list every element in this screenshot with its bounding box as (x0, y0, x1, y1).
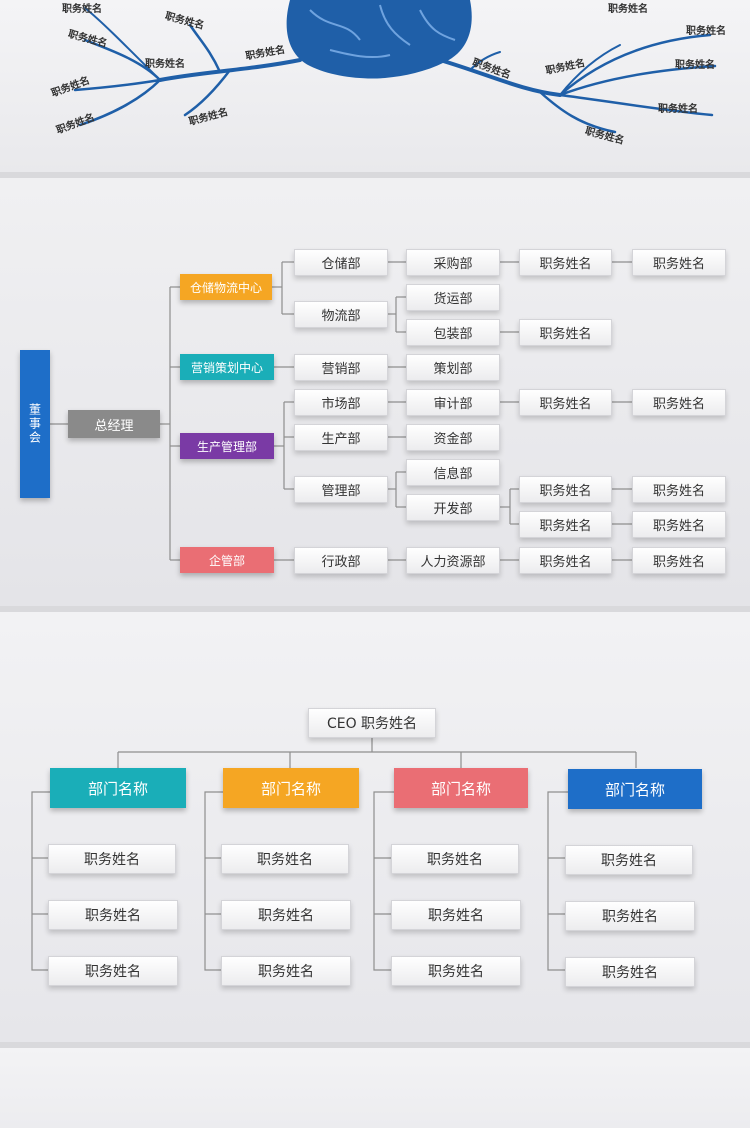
dept-node: 物流部 (294, 301, 388, 328)
mind-map-branches (73, 7, 717, 134)
mind-label: 职务姓名 (675, 60, 715, 71)
sub-dept-node: 资金部 (406, 424, 500, 451)
member-node: 职务姓名 (391, 956, 521, 986)
position-node: 职务姓名 (519, 476, 612, 503)
position-node: 职务姓名 (632, 249, 726, 276)
member-node: 职务姓名 (391, 900, 521, 930)
mind-label: 职务姓名 (658, 104, 698, 115)
member-node: 职务姓名 (48, 844, 176, 874)
mind-label: 职务姓名 (608, 4, 648, 15)
member-node: 职务姓名 (221, 900, 351, 930)
member-node: 职务姓名 (565, 845, 693, 875)
dept-node: 市场部 (294, 389, 388, 416)
member-node: 职务姓名 (391, 844, 519, 874)
position-node: 职务姓名 (519, 547, 612, 574)
center-node-management: 企管部 (180, 547, 274, 573)
position-node: 职务姓名 (519, 319, 612, 346)
department-header: 部门名称 (223, 768, 359, 808)
mind-label: 职务姓名 (62, 4, 102, 15)
board-node: 董事会 (20, 350, 50, 498)
department-header: 部门名称 (50, 768, 186, 808)
sub-dept-node: 货运部 (406, 284, 500, 311)
member-node: 职务姓名 (221, 956, 351, 986)
org-chart-1-panel: 董事会 总经理 仓储物流中心 营销策划中心 生产管理部 企管部 仓储部 物流部 … (0, 178, 750, 606)
blank-panel (0, 1048, 750, 1128)
member-node: 职务姓名 (48, 900, 178, 930)
department-header: 部门名称 (394, 768, 528, 808)
dept-node: 管理部 (294, 476, 388, 503)
org-chart-2-panel: CEO 职务姓名 部门名称 部门名称 部门名称 部门名称 职务姓名 职务姓名 职… (0, 612, 750, 1042)
dept-node: 仓储部 (294, 249, 388, 276)
member-node: 职务姓名 (48, 956, 178, 986)
dept-node: 行政部 (294, 547, 388, 574)
mind-label: 职务姓名 (145, 59, 185, 70)
position-node: 职务姓名 (519, 511, 612, 538)
sub-dept-node: 包装部 (406, 319, 500, 346)
member-node: 职务姓名 (221, 844, 349, 874)
center-node-marketing: 营销策划中心 (180, 354, 274, 380)
center-node-production: 生产管理部 (180, 433, 274, 459)
sub-dept-node: 信息部 (406, 459, 500, 486)
position-node: 职务姓名 (632, 547, 726, 574)
brain-icon (286, 0, 472, 79)
position-node: 职务姓名 (632, 389, 726, 416)
member-node: 职务姓名 (565, 901, 695, 931)
mind-map-panel: 职务姓名 职务姓名 职务姓名 职务姓名 职务姓名 职务姓名 职务姓名 职务姓名 … (0, 0, 750, 172)
position-node: 职务姓名 (632, 476, 726, 503)
org-chart-1-connectors (50, 261, 632, 561)
dept-node: 生产部 (294, 424, 388, 451)
sub-dept-node: 策划部 (406, 354, 500, 381)
mind-label: 职务姓名 (686, 26, 726, 37)
dept-node: 营销部 (294, 354, 388, 381)
member-node: 职务姓名 (565, 957, 695, 987)
sub-dept-node: 开发部 (406, 494, 500, 521)
sub-dept-node: 采购部 (406, 249, 500, 276)
org-chart-2-connectors (31, 738, 637, 971)
ceo-node: CEO 职务姓名 (308, 708, 436, 738)
sub-dept-node: 审计部 (406, 389, 500, 416)
department-header: 部门名称 (568, 769, 702, 809)
sub-dept-node: 人力资源部 (406, 547, 500, 574)
position-node: 职务姓名 (632, 511, 726, 538)
center-node-warehouse-logistics: 仓储物流中心 (180, 274, 272, 300)
position-node: 职务姓名 (519, 389, 612, 416)
ceo-node: 总经理 (68, 410, 160, 438)
position-node: 职务姓名 (519, 249, 612, 276)
